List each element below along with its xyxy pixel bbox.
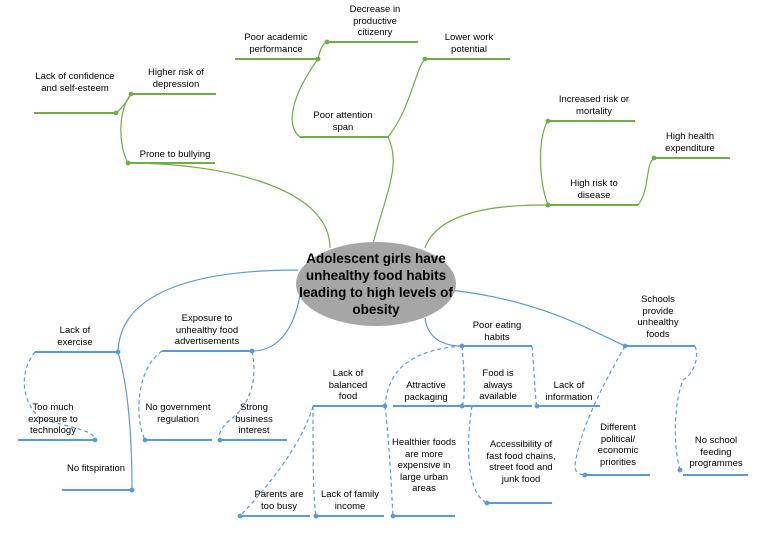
disease-to-expenditure-connector xyxy=(637,155,657,206)
node-decrease-productive-citizenry[interactable]: Decrease in productive citizenry xyxy=(336,4,414,39)
node-food-always-available[interactable]: Food is always available xyxy=(470,368,526,403)
node-strong-business-interest[interactable]: Strong business interest xyxy=(222,402,286,437)
node-label: Food is always available xyxy=(479,368,517,402)
disease-to-mortality-connector xyxy=(539,118,551,206)
node-label: Poor eating habits xyxy=(472,320,522,343)
center-to-lack-exercise-connector xyxy=(115,269,299,355)
node-label: Exposure to unhealthy food advertisement… xyxy=(174,313,240,347)
node-different-priorities[interactable]: Different political/ economic priorities xyxy=(588,422,648,468)
node-label: Accessibility of fast food chains, stree… xyxy=(486,439,556,485)
node-prone-to-bullying[interactable]: Prone to bullying xyxy=(128,149,222,161)
node-no-school-feeding[interactable]: No school feeding programmes xyxy=(684,435,748,470)
node-lower-work-potential[interactable]: Lower work potential xyxy=(434,32,504,55)
node-schools-unhealthy-foods[interactable]: Schools provide unhealthy foods xyxy=(630,294,686,340)
node-label: Strong business interest xyxy=(235,402,273,436)
node-lack-of-exercise[interactable]: Lack of exercise xyxy=(50,325,100,348)
node-label: High health expenditure xyxy=(665,131,715,154)
node-no-government-regulation[interactable]: No government regulation xyxy=(142,402,214,425)
node-lack-of-balanced-food[interactable]: Lack of balanced food xyxy=(322,368,374,403)
node-healthier-foods-expensive[interactable]: Healthier foods are more expensive in la… xyxy=(392,437,456,495)
node-lack-of-information[interactable]: Lack of information xyxy=(538,380,600,403)
central-topic-ellipse xyxy=(296,242,456,326)
node-label: No school feeding programmes xyxy=(689,435,743,469)
node-label: Increased risk or mortality xyxy=(558,94,630,117)
node-label: Schools provide unhealthy foods xyxy=(637,294,679,340)
node-label: Poor attention span xyxy=(313,110,373,133)
node-label: No fitspiration xyxy=(66,463,126,474)
node-lack-family-income[interactable]: Lack of family income xyxy=(316,489,384,512)
node-higher-risk-of-depression[interactable]: Higher risk of depression xyxy=(138,67,214,90)
central-topic[interactable]: Adolescent girls have unhealthy food hab… xyxy=(299,251,453,317)
center-to-schools-connector xyxy=(449,289,628,349)
causes-branch xyxy=(18,269,748,519)
node-label: Parents are too busy xyxy=(254,489,304,512)
node-poor-academic-performance[interactable]: Poor academic performance xyxy=(234,32,318,55)
node-attractive-packaging[interactable]: Attractive packaging xyxy=(394,380,458,403)
node-high-health-expenditure[interactable]: High health expenditure xyxy=(652,131,728,154)
balanced-food-to-parents-connector xyxy=(237,405,314,519)
node-parents-too-busy[interactable]: Parents are too busy xyxy=(248,489,310,512)
schools-to-feeding-connector xyxy=(674,345,698,473)
available-to-accessibility-connector xyxy=(468,405,490,506)
node-label: No government regulation xyxy=(145,402,211,425)
academic-to-citizenry-connector xyxy=(317,39,330,60)
node-label: Higher risk of depression xyxy=(148,67,204,90)
node-label: Lower work potential xyxy=(444,32,494,55)
node-lack-of-confidence[interactable]: Lack of confidence and self-esteem xyxy=(32,71,118,94)
node-label: Too much exposure to technology xyxy=(28,402,78,436)
node-exposure-unhealthy-ads[interactable]: Exposure to unhealthy food advertisement… xyxy=(164,313,250,348)
node-label: Decrease in productive citizenry xyxy=(349,4,401,38)
balanced-food-to-income-connector xyxy=(312,405,319,519)
node-accessibility-fast-food[interactable]: Accessibility of fast food chains, stree… xyxy=(486,439,556,485)
attention-span-to-work-potential-connector xyxy=(387,56,428,138)
node-label: Attractive packaging xyxy=(404,380,448,403)
center-to-disease-connector xyxy=(424,202,551,249)
node-label: High risk to disease xyxy=(570,178,618,201)
node-label: Lack of information xyxy=(545,380,593,403)
exercise-to-technology-connector xyxy=(23,351,98,443)
effects-branch xyxy=(34,39,730,249)
center-to-ads-connector xyxy=(249,294,301,354)
node-no-fitspiration[interactable]: No fitspiration xyxy=(64,463,128,475)
node-increased-risk-mortality[interactable]: Increased risk or mortality xyxy=(548,94,640,117)
ads-to-business-connector xyxy=(217,350,255,443)
node-poor-attention-span[interactable]: Poor attention span xyxy=(304,110,382,133)
node-label: Poor academic performance xyxy=(244,32,308,55)
poor-eating-to-information-connector xyxy=(531,345,540,409)
node-label: Lack of balanced food xyxy=(328,368,368,402)
node-label: Prone to bullying xyxy=(139,149,211,160)
node-label: Lack of exercise xyxy=(57,325,93,348)
poor-eating-to-packaging-connector xyxy=(459,345,465,409)
node-label: Different political/ economic priorities xyxy=(597,422,639,468)
depression-to-confidence-connector xyxy=(113,93,132,116)
attention-span-to-academic-connector xyxy=(291,56,321,138)
exercise-to-fitspiration-connector xyxy=(117,351,135,493)
poor-eating-to-balanced-food-connector xyxy=(382,345,463,409)
node-poor-eating-habits[interactable]: Poor eating habits xyxy=(466,320,528,343)
node-label: Lack of confidence and self-esteem xyxy=(35,71,115,94)
center-to-attention-span-connector xyxy=(371,136,394,249)
schools-to-priorities-connector xyxy=(574,345,626,478)
node-too-much-exposure-technology[interactable]: Too much exposure to technology xyxy=(14,402,92,437)
balanced-food-to-expensive-connector xyxy=(384,405,396,519)
node-label: Healthier foods are more expensive in la… xyxy=(392,437,456,494)
node-high-risk-to-disease[interactable]: High risk to disease xyxy=(558,178,630,201)
node-label: Lack of family income xyxy=(320,489,380,512)
ads-to-regulation-connector xyxy=(138,350,163,443)
center-to-prone-bullying-connector xyxy=(125,160,331,249)
